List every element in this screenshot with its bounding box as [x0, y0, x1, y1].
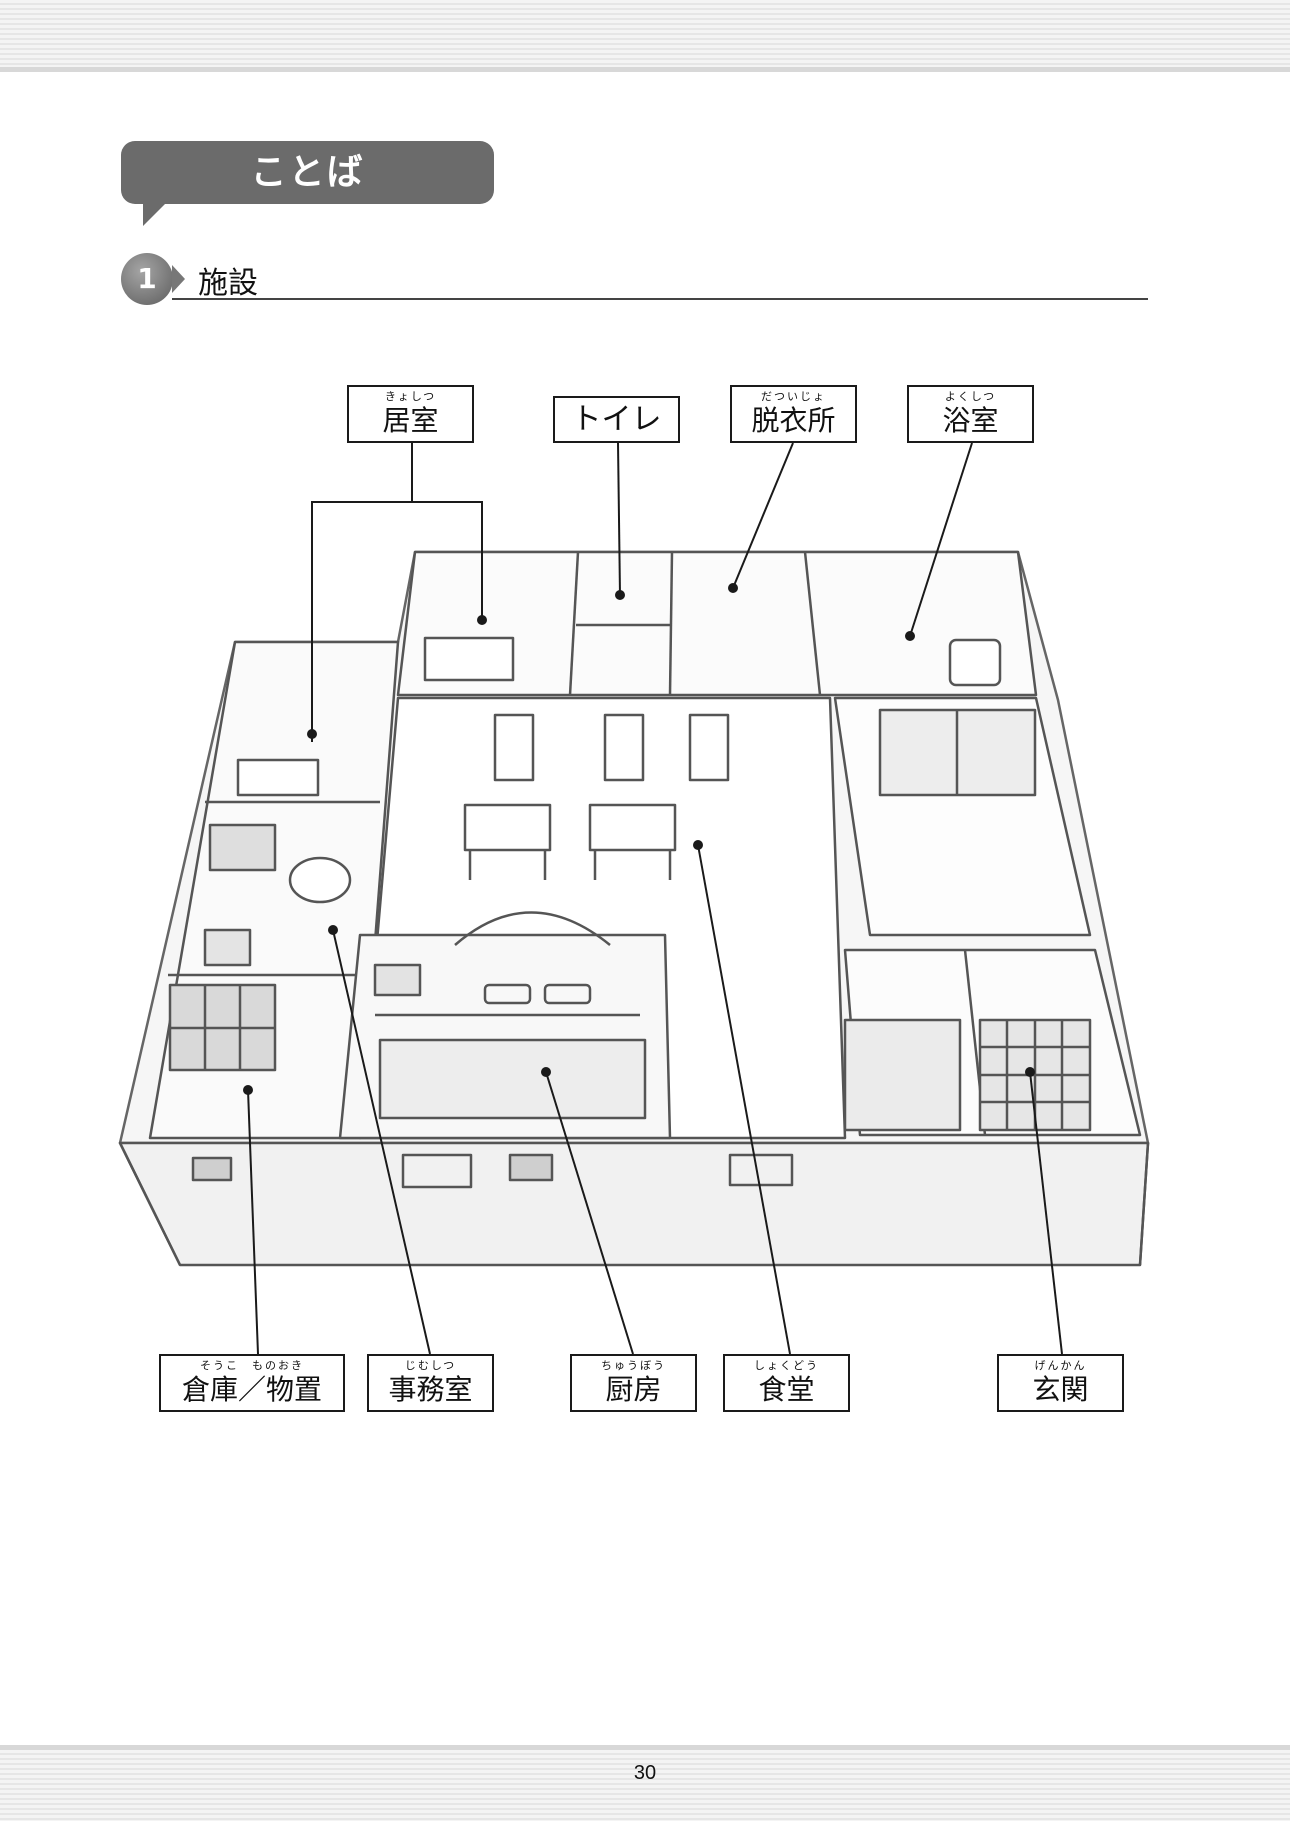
- facility-floor-plan-illustration: [118, 442, 1150, 1355]
- marker-genkan: [1025, 1067, 1035, 1077]
- leader-toilet: [617, 442, 621, 596]
- marker-chuubou: [541, 1067, 551, 1077]
- header-band: [0, 0, 1290, 72]
- leader-genkan: [1029, 1071, 1063, 1355]
- footer-band: [0, 1745, 1290, 1821]
- label-toilet: トイレ: [553, 396, 680, 443]
- leader-yokushitsu: [909, 442, 973, 637]
- label-kyoshitsu: きょしつ 居室: [347, 385, 474, 443]
- marker-kyoshitsu-2: [477, 615, 487, 625]
- label-chuubou: ちゅうぼう 厨房: [570, 1354, 697, 1412]
- leader-datsuijo: [732, 442, 794, 589]
- subsection-number: 1: [137, 262, 157, 295]
- leader-jimushitsu: [332, 929, 431, 1355]
- marker-toilet: [615, 590, 625, 600]
- subsection-arrow-icon: [172, 265, 185, 293]
- marker-jimushitsu: [328, 925, 338, 935]
- leader-souko: [247, 1089, 259, 1355]
- leader-shokudou: [697, 844, 791, 1355]
- leader-kyoshitsu-branch: [311, 501, 483, 742]
- label-jimushitsu: じむしつ 事務室: [367, 1354, 494, 1412]
- subsection-rule: [172, 298, 1148, 300]
- label-datsuijo: だついじょ 脱衣所: [730, 385, 857, 443]
- label-souko: そうこ ものおき 倉庫／物置: [159, 1354, 345, 1412]
- subsection-number-badge: 1: [121, 253, 173, 305]
- marker-souko: [243, 1085, 253, 1095]
- marker-shokudou: [693, 840, 703, 850]
- marker-yokushitsu: [905, 631, 915, 641]
- marker-datsuijo: [728, 583, 738, 593]
- subsection-title: 施設: [198, 266, 258, 301]
- label-yokushitsu: よくしつ 浴室: [907, 385, 1034, 443]
- label-shokudou: しょくどう 食堂: [723, 1354, 850, 1412]
- leader-chuubou: [545, 1071, 634, 1355]
- section-heading-bubble: ことば: [121, 141, 494, 226]
- section-title: ことば: [250, 152, 365, 193]
- front-wall: [118, 1141, 1150, 1267]
- top-rooms-row: [396, 550, 1038, 697]
- page-number: 30: [633, 1762, 657, 1784]
- marker-kyoshitsu-1: [307, 729, 317, 739]
- label-genkan: げんかん 玄関: [997, 1354, 1124, 1412]
